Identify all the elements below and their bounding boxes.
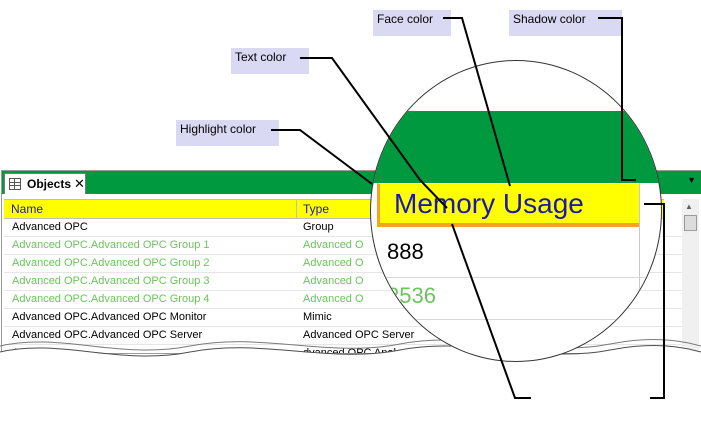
- table-row[interactable]: Advanced OPC.Advanced OPC Group 2 Advanc…: [4, 255, 684, 273]
- table-row[interactable]: Advanced OPC.Advanced OPC Server Advance…: [4, 327, 684, 345]
- row-type: Advanced O: [303, 275, 364, 287]
- column-header-name[interactable]: Name: [11, 202, 44, 216]
- shadow-color-callout: Shadow color: [509, 10, 622, 36]
- table-row[interactable]: Advanced OPC Group: [4, 219, 684, 237]
- row-name: Advanced OPC.Advanced OPC Group 4: [12, 293, 210, 305]
- column-divider[interactable]: [296, 200, 297, 218]
- dark-shadow-right-pointer: [644, 203, 665, 399]
- row-type: Advanced O: [303, 293, 364, 305]
- magnified-row-divider: [371, 319, 661, 320]
- row-type: Advanced OPC Server: [303, 329, 415, 341]
- close-icon[interactable]: ✕: [74, 176, 85, 191]
- chevron-down-icon[interactable]: ▼: [687, 175, 696, 185]
- magnified-column-header: Memory Usage: [377, 183, 639, 227]
- row-type: dvanced OPC Analog Point: [303, 347, 437, 354]
- row-name: Advanced OPC.Advanced OPC Server: [12, 329, 203, 341]
- dark-shadow-color-pointer: [451, 223, 531, 399]
- vertical-scrollbar[interactable]: ▲: [682, 199, 699, 353]
- magnified-row-divider: [371, 277, 661, 278]
- scroll-up-icon[interactable]: ▲: [685, 202, 693, 211]
- column-header-type[interactable]: Type: [303, 202, 330, 216]
- text-color-pointer: [300, 57, 448, 209]
- row-name: Advanced OPC: [12, 221, 88, 233]
- grid-icon: [9, 178, 21, 190]
- shadow-color-pointer: [598, 17, 636, 181]
- row-name: Advanced OPC.Advanced OPC Group 3: [12, 275, 210, 287]
- row-type: Advanced O: [303, 239, 364, 251]
- row-name: Advanced OPC.Advanced OPC Group 1: [12, 239, 210, 251]
- row-type: Advanced O: [303, 257, 364, 269]
- tab-objects[interactable]: Objects ✕: [4, 173, 86, 194]
- magnified-value: 536: [387, 325, 424, 350]
- face-color-callout: Face color: [373, 10, 451, 36]
- table-row[interactable]: Advanced OPC.Advanced OPC Group 4 Advanc…: [4, 291, 684, 309]
- face-color-pointer: [443, 17, 511, 187]
- scroll-thumb[interactable]: [684, 215, 697, 231]
- table-row[interactable]: Advanced OPC.Advanced OPC Monitor Mimic: [4, 309, 684, 327]
- table-row[interactable]: Advanced OPC.Advanced OPC Group 3 Advanc…: [4, 273, 684, 291]
- magnified-tab-bar: [371, 111, 661, 183]
- row-name: Advanced OPC.Advanced OPC Monitor: [12, 311, 207, 323]
- tab-label: Objects: [27, 177, 72, 191]
- row-type: Group: [303, 221, 334, 233]
- row-name: Advanced OPC.Advanced OPC Group 2: [12, 257, 210, 269]
- row-type: Mimic: [303, 311, 332, 323]
- magnified-value: 2536: [387, 283, 436, 308]
- object-list: Advanced OPC Group Advanced OPC.Advanced…: [4, 219, 684, 354]
- magnified-column-divider: [639, 183, 640, 361]
- magnified-header-label: Memory Usage: [394, 188, 584, 219]
- highlight-color-callout: Highlight color: [176, 120, 279, 146]
- text-color-callout: Text color: [231, 48, 309, 74]
- table-row[interactable]: Advanced OPC.Advanced OPC Group 1 Advanc…: [4, 237, 684, 255]
- highlight-color-pointer: [271, 129, 373, 185]
- magnifier-lens: Memory Usage 888 2536 536: [370, 60, 662, 362]
- magnified-value: 888: [387, 239, 424, 264]
